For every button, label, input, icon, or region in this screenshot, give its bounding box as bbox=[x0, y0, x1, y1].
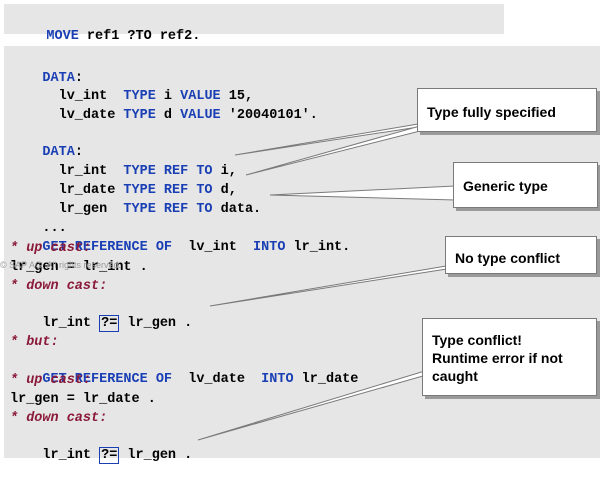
keyword: GET REFERENCE OF bbox=[42, 372, 173, 387]
code-comment: * down cast: bbox=[10, 411, 108, 426]
keyword: TYPE REF TO bbox=[123, 183, 213, 198]
code-text: d, bbox=[212, 183, 237, 198]
keyword: VALUE bbox=[180, 108, 221, 123]
code-line-13: lr_int ?= lr_gen . bbox=[10, 297, 192, 332]
code-text: 15, bbox=[220, 89, 254, 104]
callout-label: Generic type bbox=[463, 178, 548, 194]
code-line-9: GET REFERENCE OF lv_int INTO lr_int. bbox=[10, 221, 350, 255]
down-cast-operator: ?= bbox=[99, 315, 120, 332]
keyword: TYPE bbox=[123, 108, 156, 123]
code-text: lr_gen . bbox=[119, 448, 193, 463]
keyword: DATA bbox=[42, 71, 75, 86]
code-line-15: GET REFERENCE OF lv_date INTO lr_date bbox=[10, 353, 358, 387]
code-text: lv_int bbox=[172, 240, 254, 255]
code-text: ... bbox=[42, 221, 67, 236]
code-text: lr_int bbox=[42, 164, 124, 179]
code-text: lr_int bbox=[42, 448, 100, 463]
code-line-11: lr_gen = lr_int . bbox=[10, 260, 148, 275]
code-text: : bbox=[74, 145, 83, 160]
keyword: MOVE bbox=[46, 29, 79, 44]
down-cast-operator: ?= bbox=[99, 447, 120, 464]
code-comment: * up cast: bbox=[10, 373, 92, 388]
code-line-1: DATA: bbox=[10, 52, 83, 86]
keyword: INTO bbox=[261, 372, 294, 387]
code-text: data. bbox=[212, 202, 262, 217]
code-line-17: lr_gen = lr_date . bbox=[10, 392, 156, 407]
callout-label: caught bbox=[432, 368, 478, 384]
code-comment: * up cast: bbox=[10, 241, 92, 256]
callout-type-fully-specified: Type fully specified bbox=[417, 88, 597, 132]
keyword: TYPE REF TO bbox=[123, 164, 213, 179]
keyword: TYPE bbox=[123, 89, 156, 104]
code-text: '20040101'. bbox=[220, 108, 318, 123]
callout-type-conflict: Type conflict! Runtime error if not caug… bbox=[422, 318, 597, 396]
code-line-6: lr_date TYPE REF TO d, bbox=[10, 164, 237, 198]
code-comment: * but: bbox=[10, 335, 59, 350]
code-text: : bbox=[74, 71, 83, 86]
code-comment: * down cast: bbox=[10, 279, 108, 294]
copyright-watermark: © SAP AG. All rights reserved. bbox=[0, 260, 122, 270]
callout-label: Type fully specified bbox=[427, 104, 556, 120]
callout-label: Runtime error if not bbox=[432, 350, 563, 366]
code-text: d bbox=[155, 108, 181, 123]
keyword: VALUE bbox=[180, 89, 221, 104]
callout-label: Type conflict! bbox=[432, 332, 522, 348]
callout-no-type-conflict: No type conflict bbox=[445, 236, 597, 274]
code-text: lr_gen bbox=[42, 202, 124, 217]
code-text: lv_date bbox=[172, 372, 262, 387]
keyword: GET REFERENCE OF bbox=[42, 240, 173, 255]
move-statement: MOVE ref1 ?TO ref2. bbox=[14, 10, 200, 44]
keyword: TYPE REF TO bbox=[123, 202, 213, 217]
code-text: lr_gen . bbox=[119, 316, 193, 331]
code-text: i bbox=[155, 89, 181, 104]
code-text: lv_int bbox=[42, 89, 124, 104]
code-line-3: lv_date TYPE d VALUE '20040101'. bbox=[10, 89, 318, 123]
code-line-8: ... bbox=[10, 202, 66, 236]
code-text: ref1 ?TO ref2. bbox=[78, 29, 201, 44]
callout-label: No type conflict bbox=[455, 250, 561, 266]
code-text: i, bbox=[212, 164, 237, 179]
code-text: lr_date bbox=[293, 372, 359, 387]
code-text: lr_int bbox=[42, 316, 100, 331]
code-line-7: lr_gen TYPE REF TO data. bbox=[10, 183, 262, 217]
keyword: DATA bbox=[42, 145, 75, 160]
code-text: lv_date bbox=[42, 108, 124, 123]
callout-generic-type: Generic type bbox=[453, 162, 598, 208]
code-line-2: lv_int TYPE i VALUE 15, bbox=[10, 70, 253, 104]
top-code-panel: MOVE ref1 ?TO ref2. bbox=[4, 4, 504, 44]
code-line-19: lr_int ?= lr_gen . bbox=[10, 429, 192, 464]
keyword: INTO bbox=[253, 240, 286, 255]
code-line-5: lr_int TYPE REF TO i, bbox=[10, 145, 237, 179]
code-text: lr_date bbox=[42, 183, 124, 198]
code-line-4: DATA: bbox=[10, 126, 83, 160]
code-text: lr_int. bbox=[285, 240, 351, 255]
